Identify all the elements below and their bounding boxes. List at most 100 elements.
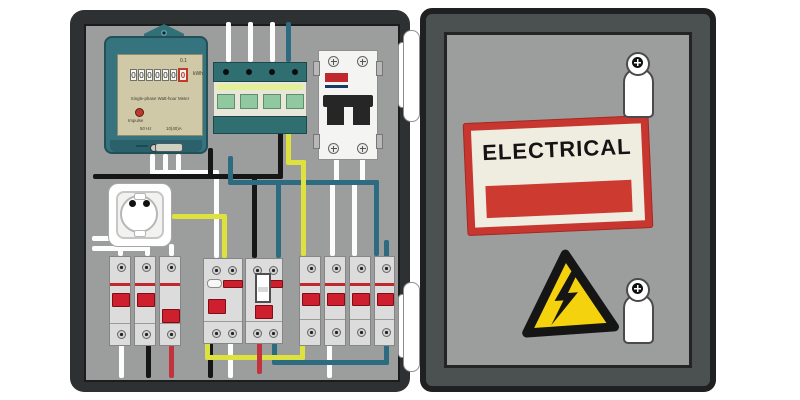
divider [160, 323, 180, 324]
wire [205, 355, 305, 360]
terminal-block [213, 62, 307, 134]
breaker-toggle [352, 293, 370, 306]
screw-icon [328, 56, 339, 67]
screw-icon [117, 263, 126, 272]
wire [169, 344, 174, 378]
wire [146, 344, 151, 378]
wire [276, 180, 281, 258]
breaker-red-stripe [375, 283, 394, 286]
wire [205, 342, 210, 360]
breaker-toggle [327, 293, 345, 306]
wire [300, 342, 305, 360]
breaker-red-stripe [135, 283, 155, 286]
breaker-toggle-off [162, 309, 180, 323]
screw-icon [357, 56, 368, 67]
meter-seal-text [136, 145, 148, 147]
wire [272, 342, 277, 364]
breaker-module [324, 256, 346, 346]
screw-icon [357, 264, 366, 273]
door-hinge [398, 282, 426, 372]
wire [228, 156, 233, 182]
breaker-red-badge [325, 73, 348, 82]
breaker-module [299, 256, 321, 346]
rcd-red-stripe [223, 280, 243, 288]
mount-tab [313, 61, 320, 76]
terminal-cell [216, 94, 235, 109]
sign-red-bar [485, 179, 633, 219]
breaker-module [109, 256, 131, 346]
divider [204, 321, 242, 322]
socket-ground-clip [134, 230, 146, 237]
meter-frequency-label: 50 Hz [140, 126, 152, 131]
wire [226, 22, 231, 62]
breaker-toggle [302, 293, 320, 306]
wire [360, 158, 365, 184]
screw-icon [228, 329, 237, 338]
meter-decimal-digit: 0 [178, 68, 188, 82]
wire [228, 342, 233, 378]
wire [334, 158, 339, 184]
wire [208, 342, 213, 378]
screw-icon [328, 143, 339, 154]
divider [325, 319, 345, 320]
breaker-red-stripe [300, 283, 320, 286]
wire [163, 154, 168, 174]
latch-ring [626, 52, 650, 76]
screw-icon [212, 329, 221, 338]
wall-socket [108, 183, 172, 247]
meter-digit: 0 [154, 69, 161, 81]
divider [375, 319, 394, 320]
wire [272, 360, 389, 365]
breaker-red-stripe [160, 283, 180, 286]
breaker-toggle [137, 293, 155, 307]
screw-icon [307, 328, 316, 337]
screw-icon [632, 57, 643, 68]
electrical-warning-sign: ELECTRICAL [462, 114, 654, 237]
high-voltage-icon [522, 249, 619, 338]
screw-icon [382, 264, 391, 273]
terminal-block-bottom [213, 116, 307, 134]
wire [208, 148, 213, 176]
breaker-module [374, 256, 395, 346]
latch-ring [626, 278, 650, 302]
rcd-module [245, 258, 283, 344]
main-breaker-toggle [323, 95, 373, 107]
wire [222, 214, 227, 258]
rcd-red-stripe [270, 280, 283, 288]
breaker-blue-badge [325, 85, 348, 88]
terminal-cell [262, 94, 281, 109]
mount-tab [376, 61, 383, 76]
wire [150, 154, 155, 174]
screw-icon [307, 264, 316, 273]
terminal-cell [285, 94, 304, 109]
screw-icon [332, 328, 341, 337]
meter-digit: 0 [170, 69, 177, 81]
test-button [207, 279, 222, 288]
screw-icon [212, 266, 221, 275]
wire [330, 180, 335, 256]
screw-icon [167, 263, 176, 272]
terminal-screw-icon [245, 69, 252, 75]
sign-text: ELECTRICAL [481, 133, 632, 166]
wire [248, 22, 253, 62]
meter-seal-tag [155, 143, 183, 152]
wire [150, 170, 219, 175]
screw-icon [228, 266, 237, 275]
breaker-module [349, 256, 371, 346]
breaker-module [134, 256, 156, 346]
wire [119, 344, 124, 378]
meter-unit-label: kWh [193, 71, 203, 77]
meter-rating-label: 10(40)A [166, 126, 182, 131]
main-breaker-toggle-leg [353, 106, 370, 125]
main-breaker-toggle-leg [327, 106, 344, 125]
meter-digit: 0 [130, 69, 137, 81]
screw-icon [269, 329, 278, 338]
wire [374, 180, 379, 256]
rcd-main-toggle [255, 273, 271, 303]
screw-icon [167, 330, 176, 339]
breaker-red-stripe [110, 283, 130, 286]
door-latch [620, 52, 658, 120]
wire [169, 244, 174, 256]
mount-tab [313, 134, 320, 149]
